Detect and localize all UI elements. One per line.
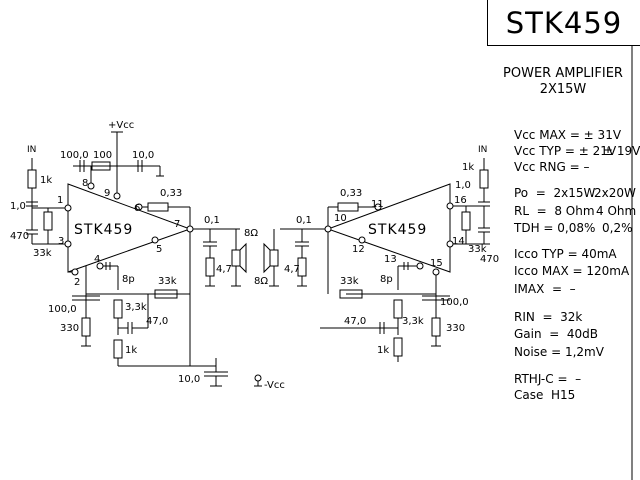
right-100-cap: 100,0 [440, 297, 469, 308]
pin-1: 1 [57, 195, 63, 206]
left-speaker-label: 8Ω [244, 228, 258, 239]
left-amplifier-triangle [67, 183, 192, 273]
left-input-resistor: 1k [40, 175, 52, 186]
title-box: STK459 [487, 0, 640, 46]
pin-8: 8 [82, 178, 88, 189]
pin-2: 2 [74, 277, 80, 288]
left-470-cap: 470 [10, 231, 29, 242]
spec-imax: IMAX = – [514, 282, 576, 296]
left-1k-resistor: 1k [125, 345, 137, 356]
right-33k-feedback: 33k [340, 276, 359, 287]
pin-4: 4 [94, 254, 100, 265]
right-1k-resistor: 1k [377, 345, 389, 356]
spec-gain: Gain = 40dB [514, 327, 599, 341]
spec-icco-max: Icco MAX = 120mA [514, 264, 630, 278]
heading: POWER AMPLIFIER 2X15W [503, 66, 623, 98]
right-01-cap: 0,1 [296, 215, 312, 226]
in-right-label: IN [478, 145, 487, 155]
right-amplifier-triangle [326, 183, 451, 273]
spec-thd: TDH = 0,08% [514, 221, 596, 235]
spec-po: Po = 2x15W [514, 186, 596, 200]
heading-line2: 2X15W [539, 82, 587, 97]
spec-rl: RL = 8 Ohm [514, 204, 595, 218]
spec-noise: Noise = 1,2mV [514, 345, 604, 359]
spec-vcc-rng: Vcc RNG = – [514, 160, 590, 174]
spec-po2: 2x20W [594, 186, 636, 200]
right-330-resistor: 330 [446, 323, 465, 334]
vcc-pos-label: +Vcc [108, 120, 134, 131]
in-left-label: IN [27, 145, 36, 155]
pin-7: 7 [174, 219, 180, 230]
spec-rin: RIN = 32k [514, 310, 583, 324]
left-100-resistor: 100 [93, 150, 112, 161]
spec-icco-typ: Icco TYP = 40mA [514, 247, 617, 261]
spec-case: Case H15 [514, 388, 576, 402]
right-33k-resistor-b: 3,3k [402, 316, 424, 327]
pin-3: 3 [58, 236, 64, 247]
vcc-neg-label: -Vcc [264, 380, 285, 391]
left-330-resistor: 330 [60, 323, 79, 334]
left-33k-resistor: 33k [33, 248, 52, 259]
right-input-resistor: 1k [462, 162, 474, 173]
spec-rthjc: RTHJ-C = – [514, 372, 582, 386]
pin-11: 11 [371, 199, 384, 210]
right-speaker-label: 8Ω [254, 276, 268, 287]
right-33k-resistor: 33k [468, 244, 487, 255]
pin-9: 9 [104, 188, 110, 199]
right-pin-numbers: 10 11 12 13 14 15 16 [334, 195, 467, 269]
pin-14: 14 [452, 236, 465, 247]
spec-vcc-typ2: ± 19V [603, 144, 640, 158]
spec-thd2: 0,2% [602, 221, 633, 235]
left-01-cap: 0,1 [204, 215, 220, 226]
left-47-cap: 47,0 [146, 316, 168, 327]
right-8p-cap: 8p [380, 274, 393, 285]
right-47-resistor: 4,7 [284, 264, 300, 275]
pin-12: 12 [352, 244, 365, 255]
right-component-values: 0,33 0,1 4,7 8Ω 1k 1,0 470 33k 33k 8p 47… [254, 162, 499, 356]
left-8p-cap: 8p [122, 274, 135, 285]
left-100-cap-b: 100,0 [48, 304, 77, 315]
part-number-title: STK459 [505, 5, 623, 40]
left-33k-resistor-b: 3,3k [125, 302, 147, 313]
left-33k-feedback: 33k [158, 276, 177, 287]
pin-15: 15 [430, 258, 443, 269]
left-10-cap: 10,0 [132, 150, 154, 161]
left-100-cap: 100,0 [60, 150, 89, 161]
pin-10: 10 [334, 213, 347, 224]
right-chip-label: STK459 [368, 222, 427, 238]
left-pin-numbers: 1 2 3 4 5 6 7 8 9 [57, 178, 180, 288]
left-033-resistor: 0,33 [160, 188, 182, 199]
bottom-cap-label: 10,0 [178, 374, 200, 385]
spec-vcc-max: Vcc MAX = ± 31V [514, 128, 622, 142]
pin-16: 16 [454, 195, 467, 206]
spec-rl2: 4 Ohm [596, 204, 637, 218]
right-47-cap: 47,0 [344, 316, 366, 327]
left-input-cap: 1,0 [10, 201, 26, 212]
right-470-cap: 470 [480, 254, 499, 265]
spec-vcc-typ: Vcc TYP = ± 21V [514, 144, 617, 158]
left-47-resistor: 4,7 [216, 264, 232, 275]
pin-5: 5 [156, 244, 162, 255]
right-033-resistor: 0,33 [340, 188, 362, 199]
heading-line1: POWER AMPLIFIER [503, 66, 623, 81]
pin-6: 6 [134, 203, 140, 214]
left-component-values: 1k 1,0 470 33k 100,0 100 10,0 0,33 0,1 4… [10, 150, 258, 356]
pin-13: 13 [384, 254, 397, 265]
left-chip-label: STK459 [74, 222, 133, 238]
right-input-cap: 1,0 [455, 180, 471, 191]
